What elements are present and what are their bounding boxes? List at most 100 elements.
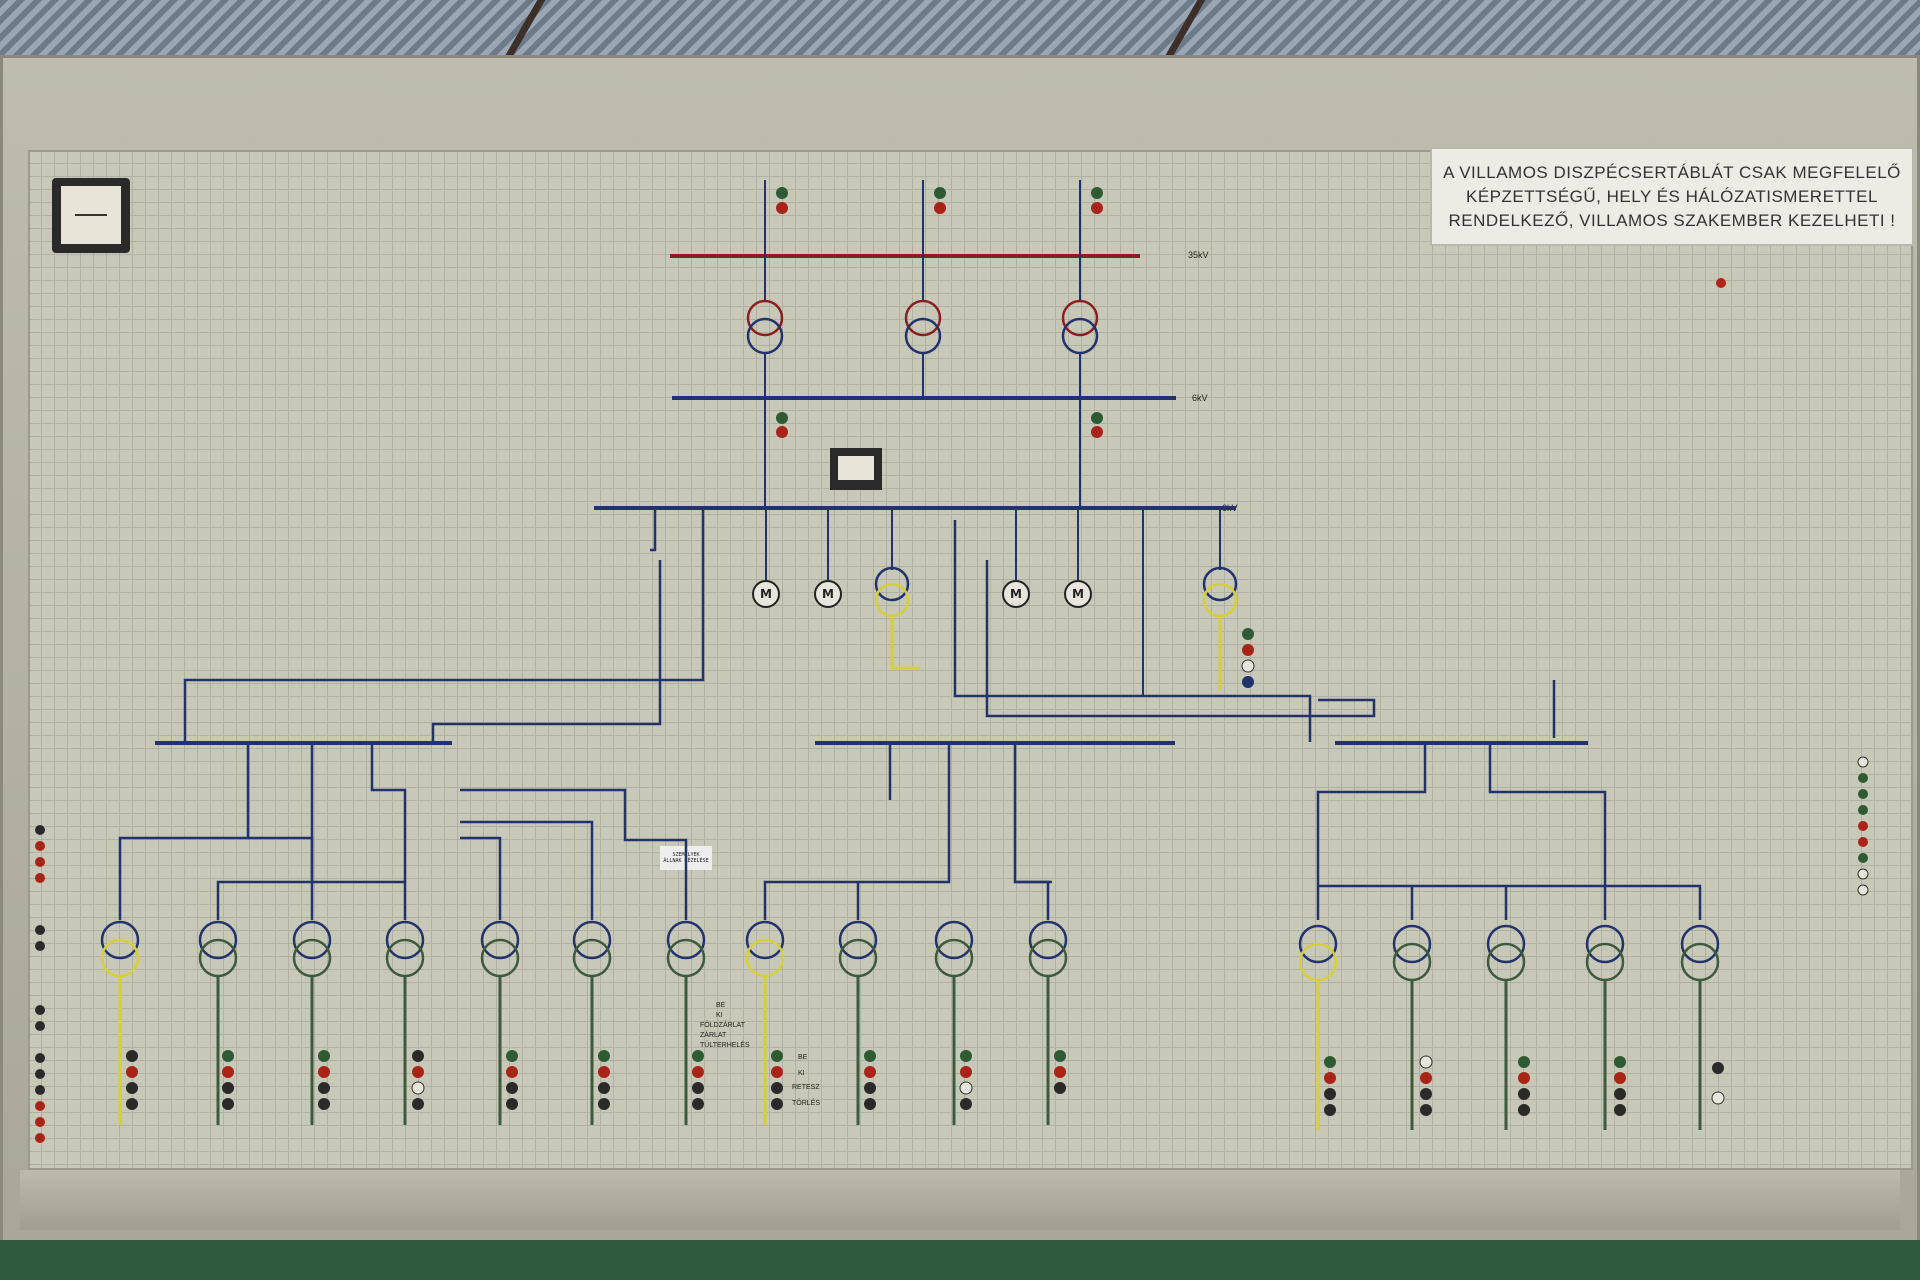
lamp-icon xyxy=(35,925,45,935)
dist-line xyxy=(1318,884,1702,920)
warning-line-3: RENDELKEZŐ, VILLAMOS SZAKEMBER KEZELHETI… xyxy=(1448,210,1896,230)
dist-line xyxy=(1013,743,1052,884)
yellow-line xyxy=(890,616,920,670)
lamp-icon xyxy=(959,1081,973,1095)
motor-icon xyxy=(752,580,780,608)
lamp-icon xyxy=(126,1066,138,1078)
transformer-icon xyxy=(1061,299,1099,337)
lamp-icon xyxy=(35,1053,45,1063)
lamp-icon xyxy=(35,1021,45,1031)
dist-line xyxy=(460,836,502,920)
dist-line xyxy=(460,820,594,920)
feeder-lamp-columns xyxy=(126,1050,1725,1116)
lamp-icon xyxy=(126,1050,138,1062)
lamp-icon xyxy=(318,1082,330,1094)
feeder-transformer-icon xyxy=(480,920,520,960)
dist-line xyxy=(312,880,407,920)
lamp-icon xyxy=(1858,789,1868,799)
lamp-icon xyxy=(1242,676,1254,688)
lamp-icon xyxy=(35,857,45,867)
floor-strip xyxy=(0,1240,1920,1280)
transformer-icon xyxy=(746,299,784,337)
dist-line xyxy=(1015,880,1050,920)
tag-foldzarlat: FÖLDZÁRLAT xyxy=(700,1022,745,1029)
motor-symbol: M xyxy=(822,587,834,601)
lamp-icon xyxy=(1614,1072,1626,1084)
link-line xyxy=(431,560,662,742)
lamp-icon xyxy=(1419,1055,1433,1069)
lamp-icon xyxy=(126,1082,138,1094)
indicator-lamps xyxy=(776,187,1869,896)
lamp-icon xyxy=(222,1082,234,1094)
feeder-transformer-icon xyxy=(1392,924,1432,964)
lamp-icon xyxy=(1857,756,1869,768)
lamp-icon xyxy=(598,1082,610,1094)
feeder-transformer-icon xyxy=(100,920,140,960)
ceiling xyxy=(0,0,1920,60)
link-line xyxy=(650,508,657,552)
feeder-transformer-icon xyxy=(838,920,878,960)
panel-frame-bottom xyxy=(20,1170,1900,1230)
left-control-column xyxy=(35,825,45,1143)
clock-hand xyxy=(75,214,107,216)
lamp-icon xyxy=(222,1050,234,1062)
feeder-transformer-icon xyxy=(1680,924,1720,964)
lamp-icon xyxy=(1858,837,1868,847)
lamp-icon xyxy=(1324,1056,1336,1068)
lamp-icon xyxy=(35,825,45,835)
lamp-icon xyxy=(1420,1072,1432,1084)
lamp-icon xyxy=(776,187,788,199)
lamp-icon xyxy=(1091,202,1103,214)
lamp-icon xyxy=(412,1066,424,1078)
lamp-icon xyxy=(776,202,788,214)
lamp-icon xyxy=(1518,1088,1530,1100)
link-line xyxy=(183,508,705,742)
warning-line-1: A VILLAMOS DISZPÉCSERTÁBLÁT CSAK MEGFELE… xyxy=(1443,162,1901,182)
feeder-transformer-icon xyxy=(1298,924,1338,964)
link-line xyxy=(953,520,1312,742)
lamp-icon xyxy=(35,941,45,951)
lamp-icon xyxy=(1614,1088,1626,1100)
lamp-icon xyxy=(598,1066,610,1078)
lamp-icon xyxy=(934,187,946,199)
lamp-icon xyxy=(1858,821,1868,831)
lamp-icon xyxy=(411,1081,425,1095)
lamp-icon xyxy=(864,1082,876,1094)
motor-icon xyxy=(1002,580,1030,608)
lamp-icon xyxy=(960,1098,972,1110)
lamp-icon xyxy=(35,1101,45,1111)
lamp-icon xyxy=(35,1069,45,1079)
tag-lamp-be: BE xyxy=(798,1054,808,1061)
lamp-icon xyxy=(1091,187,1103,199)
dist-line xyxy=(1316,743,1427,920)
meter-face xyxy=(838,456,874,480)
tag-lamp-ki: KI xyxy=(798,1070,805,1077)
alarm-lamp xyxy=(1716,278,1726,288)
lamp-icon xyxy=(1242,628,1254,640)
lamp-icon xyxy=(692,1098,704,1110)
lamp-icon xyxy=(1858,773,1868,783)
lamp-icon xyxy=(692,1066,704,1078)
feeder-transformers xyxy=(100,920,1720,982)
lamp-icon xyxy=(1091,412,1103,424)
motor-symbol: M xyxy=(760,587,772,601)
lamp-icon xyxy=(776,426,788,438)
lamp-icon xyxy=(318,1066,330,1078)
lamp-icon xyxy=(692,1082,704,1094)
lamp-icon xyxy=(1420,1104,1432,1116)
lamp-icon xyxy=(1324,1072,1336,1084)
feeder-transformer-icon xyxy=(1028,920,1068,960)
feeder-transformer-icon xyxy=(1585,924,1625,964)
lamp-icon xyxy=(1054,1050,1066,1062)
lamp-icon xyxy=(35,1085,45,1095)
bus-label-35kv: 35kV xyxy=(1188,250,1209,260)
lamp-icon xyxy=(35,1005,45,1015)
feeder-transformer-icon xyxy=(292,920,332,960)
lamp-icon xyxy=(506,1082,518,1094)
tag-toggle-be: BE xyxy=(716,1002,726,1009)
lamp-icon xyxy=(1091,426,1103,438)
lamp-icon xyxy=(771,1082,783,1094)
lamp-icon xyxy=(1241,659,1255,673)
tag-torles: TÖRLÉS xyxy=(792,1100,821,1107)
